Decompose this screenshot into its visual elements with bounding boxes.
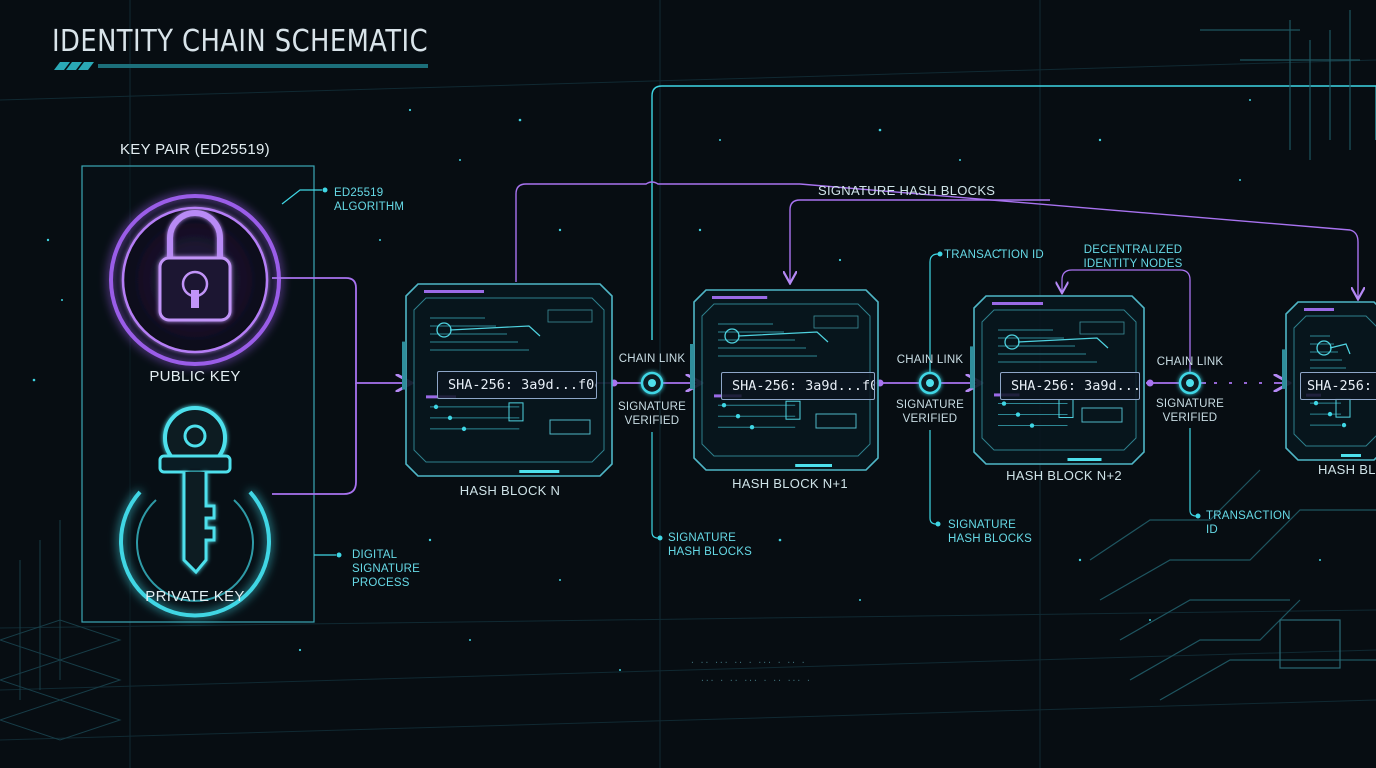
hash-value-block-n: SHA-256: 3a9d...f0c1	[437, 371, 597, 399]
transaction-id-callout-top: TRANSACTION ID	[944, 249, 1044, 261]
chain-link-1-label: CHAIN LINK	[618, 353, 686, 365]
lock-icon	[109, 194, 281, 366]
page-title: IDENTITY CHAIN SCHEMATIC	[52, 24, 429, 59]
hash-block-n-label: HASH BLOCK N	[459, 483, 561, 498]
data-stream-1: · ·· ··· ·· · ··· · ·· ·	[690, 658, 806, 667]
title-underline	[54, 62, 428, 70]
hash-block-n2-label: HASH BLOCK N+2	[1006, 468, 1122, 483]
data-stream-2: ··· · ·· ··· · ·· ··· ·	[700, 676, 811, 685]
hash-block-n3-label: HASH BLOC	[1318, 462, 1376, 477]
digital-signature-note: DIGITAL SIGNATURE PROCESS	[352, 549, 421, 589]
chain-link-3-label: CHAIN LINK	[1156, 356, 1224, 368]
hash-value-block-n2: SHA-256: 3a9d...f0c1	[1000, 372, 1140, 400]
chain-link-node-1	[596, 371, 700, 541]
star-particles	[32, 99, 1321, 671]
chain-link-node-2	[872, 371, 980, 527]
private-key-label: PRIVATE KEY	[145, 588, 245, 605]
hash-block-n1-label: HASH BLOCK N+1	[732, 476, 848, 491]
hash-value-block-n3: SHA-256: 3a	[1300, 372, 1376, 400]
hash-value-block-n1: SHA-256: 3a9d...f0c1	[721, 372, 875, 400]
key-pair-heading: KEY PAIR (ED25519)	[120, 141, 270, 158]
circuit-traces	[1089, 10, 1376, 701]
signature-hash-blocks-heading: SIGNATURE HASH BLOCKS	[818, 183, 996, 198]
chain-link-node-3	[1146, 371, 1288, 519]
algorithm-note: ED25519 ALGORITHM	[334, 187, 405, 213]
key-icon	[119, 406, 271, 618]
chain-link-2-label: CHAIN LINK	[896, 354, 964, 366]
public-key-label: PUBLIC KEY	[149, 368, 241, 385]
wireframe-cubes	[0, 520, 122, 741]
